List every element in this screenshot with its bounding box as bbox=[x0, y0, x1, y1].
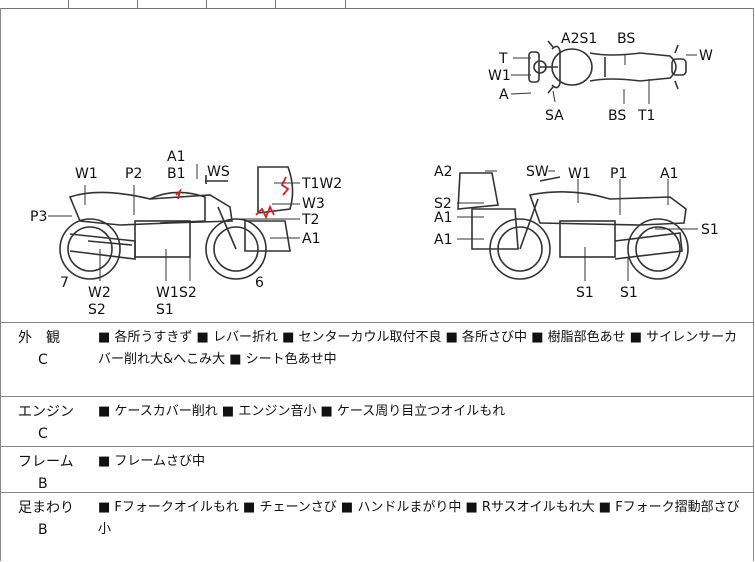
label-b1: B1 bbox=[167, 166, 186, 182]
section-grade: B bbox=[38, 476, 48, 492]
diagram-labels: T W1 A A2S1 BS W SA BS T1 A1 B1 WS W1 P2… bbox=[30, 31, 719, 318]
header-strip bbox=[0, 0, 753, 9]
label-7: 7 bbox=[60, 275, 69, 291]
label-t1: T1 bbox=[637, 108, 655, 124]
label-r-w1: W1 bbox=[568, 166, 591, 182]
label-bs-top: BS bbox=[617, 31, 635, 47]
label-r-sw: SW bbox=[526, 164, 549, 180]
motorcycle-right-side-view bbox=[457, 172, 689, 280]
label-p3: P3 bbox=[30, 209, 47, 225]
motorcycle-top-view bbox=[528, 40, 687, 94]
section-description: ■ Fフォークオイルもれ ■ チェーンさび ■ ハンドルまがり中 ■ Rサスオイ… bbox=[98, 500, 740, 537]
label-w1: W1 bbox=[75, 166, 98, 182]
section-exterior: 外 観 C ■ 各所うすきず ■ レバー折れ ■ センターカウル取付不良 ■ 各… bbox=[0, 322, 753, 397]
label-p2: P2 bbox=[125, 166, 142, 182]
label-a1-b: A1 bbox=[302, 231, 320, 247]
label-sa: SA bbox=[545, 108, 564, 124]
label-bs-bottom: BS bbox=[608, 108, 626, 124]
section-grade: C bbox=[38, 352, 48, 368]
section-frame: フレーム B ■ フレームさび中 bbox=[0, 446, 753, 493]
section-description: ■ 各所うすきず ■ レバー折れ ■ センターカウル取付不良 ■ 各所さび中 ■… bbox=[98, 330, 738, 367]
label-r-s2: S2 bbox=[434, 196, 452, 212]
label-w3: W3 bbox=[302, 196, 325, 212]
label-w1-top: W1 bbox=[488, 68, 511, 84]
label-s1: S1 bbox=[156, 302, 174, 318]
label-r-a2: A2 bbox=[434, 164, 452, 180]
label-a-top: A bbox=[499, 87, 509, 103]
label-ws: WS bbox=[207, 164, 230, 180]
section-engine: エンジン C ■ ケースカバー削れ ■ エンジン音小 ■ ケース周り目立つオイル… bbox=[0, 396, 753, 447]
label-s2-b: S2 bbox=[179, 285, 197, 301]
section-suspension: 足まわり B ■ Fフォークオイルもれ ■ チェーンさび ■ ハンドルまがり中 … bbox=[0, 492, 753, 562]
label-6: 6 bbox=[255, 275, 264, 291]
label-r-a1: A1 bbox=[660, 166, 678, 182]
label-t: T bbox=[498, 51, 508, 67]
section-description: ■ ケースカバー削れ ■ エンジン音小 ■ ケース周り目立つオイルもれ bbox=[98, 404, 506, 419]
damage-diagram: T W1 A A2S1 BS W SA BS T1 A1 B1 WS W1 P2… bbox=[0, 9, 755, 322]
section-grade: C bbox=[38, 426, 48, 442]
label-w1-b: W1 bbox=[156, 285, 179, 301]
leader-lines bbox=[48, 54, 698, 281]
motorcycle-left-side-view bbox=[59, 166, 294, 280]
label-r-a1-c: A1 bbox=[434, 232, 452, 248]
section-name: エンジン bbox=[18, 404, 74, 420]
label-r-a1-b: A1 bbox=[434, 210, 452, 226]
section-description: ■ フレームさび中 bbox=[98, 454, 206, 469]
label-r-s1-c: S1 bbox=[701, 222, 719, 238]
label-r-s1-b: S1 bbox=[620, 285, 638, 301]
section-name: 足まわり bbox=[18, 500, 74, 516]
label-a1: A1 bbox=[167, 149, 185, 165]
section-name: フレーム bbox=[18, 454, 74, 470]
label-t1w2: T1W2 bbox=[301, 176, 342, 192]
label-r-p1: P1 bbox=[610, 166, 627, 182]
label-w-top: W bbox=[699, 48, 713, 64]
section-name: 外 観 bbox=[18, 330, 60, 346]
section-grade: B bbox=[38, 522, 48, 538]
label-r-s1: S1 bbox=[576, 285, 594, 301]
motorcycle-diagram-svg: T W1 A A2S1 BS W SA BS T1 A1 B1 WS W1 P2… bbox=[30, 31, 719, 318]
damage-marks bbox=[175, 176, 290, 220]
label-a2s1: A2S1 bbox=[561, 31, 597, 47]
label-s2: S2 bbox=[88, 302, 106, 318]
label-w2: W2 bbox=[88, 285, 111, 301]
label-t2: T2 bbox=[301, 212, 319, 228]
